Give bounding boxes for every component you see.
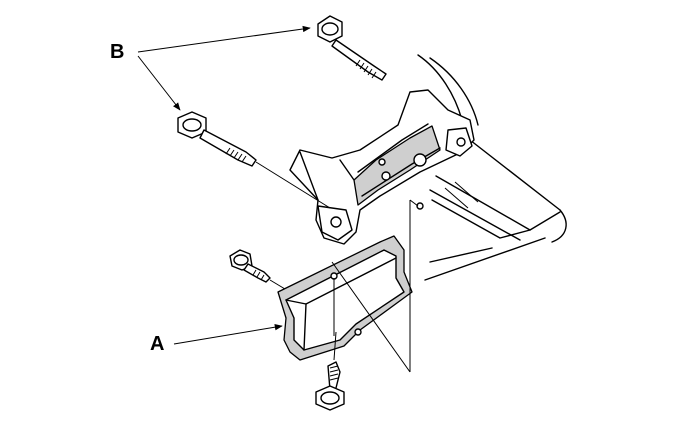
alignment-lines [331, 199, 419, 373]
label-a: A [150, 333, 164, 355]
callout-b-arrow-lower [137, 55, 181, 111]
label-b: B [110, 41, 124, 63]
bolt-b-upper [317, 15, 387, 81]
cover-plate-a [277, 235, 413, 361]
bolt-bottom [315, 331, 345, 411]
callout-a-arrow [173, 324, 283, 345]
mount-bracket [289, 89, 475, 245]
callout-b-arrow-upper [137, 25, 311, 53]
frame-outline [417, 54, 567, 281]
bolt-b-lower [177, 111, 331, 209]
